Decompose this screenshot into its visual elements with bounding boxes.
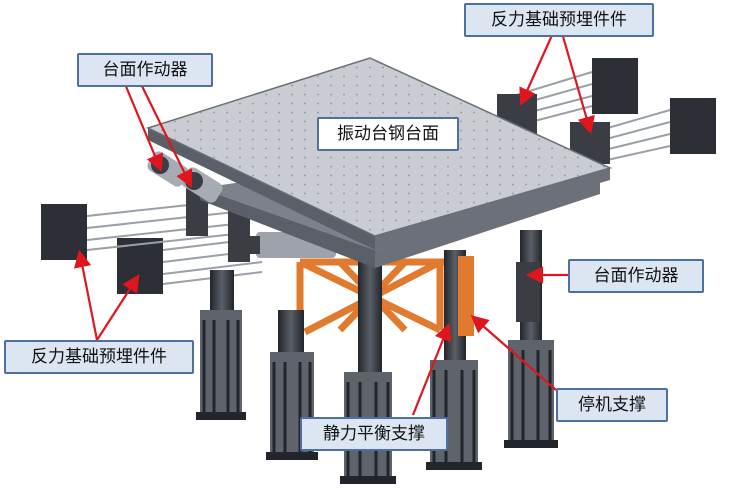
label-static-balance-support: 静力平衡支撑: [300, 417, 448, 451]
callout-arrows: [73, 32, 595, 416]
reaction-frame-right: [497, 58, 716, 167]
label-reaction-embed-top: 反力基础预埋件件: [464, 3, 654, 37]
label-reaction-embed-left: 反力基础预埋件件: [4, 340, 194, 374]
table-actuator-right: [516, 262, 540, 322]
label-steel-table: 振动台钢台面: [317, 117, 459, 151]
label-table-actuator-right: 台面作动器: [568, 259, 704, 293]
label-table-actuator-top: 台面作动器: [77, 53, 213, 87]
label-parking-support: 停机支撑: [556, 388, 668, 422]
